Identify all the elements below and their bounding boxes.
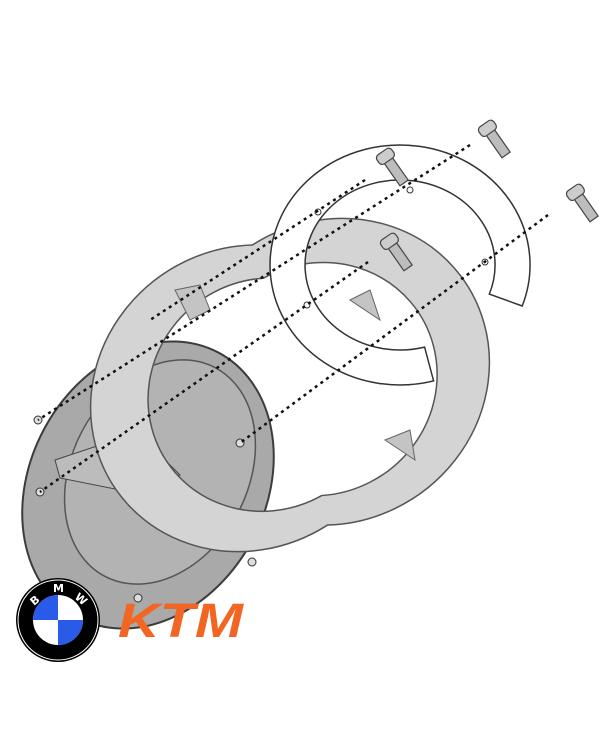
screw xyxy=(375,147,409,187)
screw xyxy=(379,232,413,272)
screws xyxy=(375,119,599,272)
svg-text:M: M xyxy=(53,582,64,595)
assembly-lines xyxy=(37,143,549,494)
screw xyxy=(565,183,599,223)
flat-ring xyxy=(269,144,531,386)
bmw-logo: B M W xyxy=(16,578,100,662)
screw xyxy=(477,119,511,159)
mounting-ring xyxy=(89,217,491,553)
ktm-logo: KTM xyxy=(118,595,244,648)
svg-text:KTM: KTM xyxy=(118,595,244,648)
